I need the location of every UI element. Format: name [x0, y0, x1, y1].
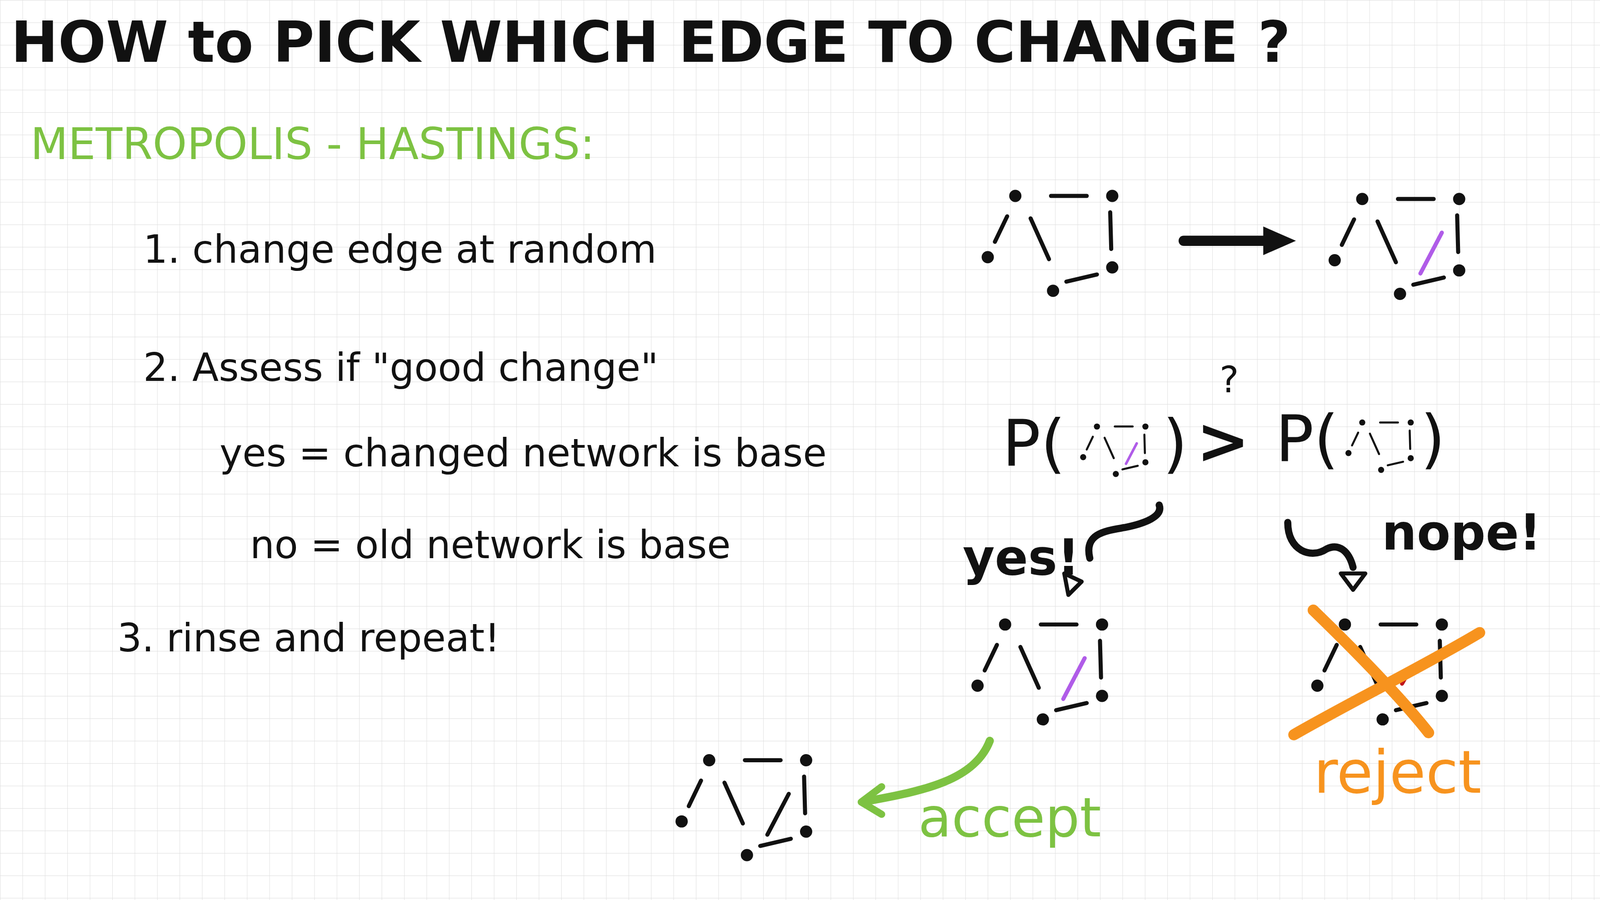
- changed-edge: [1063, 658, 1085, 700]
- accept-label: accept: [918, 786, 1102, 850]
- squiggle-arrow: [1088, 505, 1160, 559]
- changed-edge: [1125, 443, 1137, 464]
- accepted-graph: [971, 618, 1109, 726]
- arrow-head: [861, 786, 882, 815]
- network-graph: [1080, 423, 1149, 478]
- question-mark: ?: [1219, 359, 1239, 401]
- arrow-head: [1263, 226, 1296, 255]
- changed-network-graph: [1328, 192, 1466, 300]
- probability-open: P(: [1275, 402, 1339, 476]
- step: 2. Assess if "good change": [143, 345, 659, 390]
- reject-cross: [1294, 632, 1480, 735]
- hook-arrow: [1287, 522, 1354, 568]
- arrow-head: [1340, 573, 1366, 590]
- network-graph: [1328, 192, 1466, 300]
- step-detail: yes = changed network is base: [219, 430, 827, 476]
- arrow-line: [1183, 235, 1271, 246]
- small-old-graph: [1345, 419, 1414, 474]
- step: 3. rinse and repeat!: [117, 615, 500, 661]
- nope-label: nope!: [1381, 504, 1542, 561]
- method-heading: METROPOLIS - HASTINGS:: [30, 119, 595, 170]
- title: HOW to PICK WHICH EDGE TO CHANGE ?: [10, 10, 1291, 75]
- probability-open: P(: [1002, 406, 1066, 480]
- yes-label: yes!: [962, 529, 1080, 586]
- step-detail: no = old network is base: [250, 522, 731, 568]
- step: 1. change edge at random: [143, 227, 657, 272]
- network-graph: [675, 754, 813, 862]
- changed-edge: [767, 794, 789, 835]
- network-graph: [971, 618, 1109, 726]
- probability-close: ): [1420, 402, 1446, 476]
- changed-edge: [1420, 232, 1442, 274]
- comparison-sign: >: [1196, 404, 1250, 478]
- probability-close: ): [1162, 406, 1188, 480]
- network-graph: [1345, 419, 1414, 474]
- small-changed-graph: [1080, 423, 1149, 478]
- new-base-graph: [675, 754, 813, 862]
- reject-label: reject: [1313, 738, 1482, 807]
- network-graph: [981, 190, 1119, 298]
